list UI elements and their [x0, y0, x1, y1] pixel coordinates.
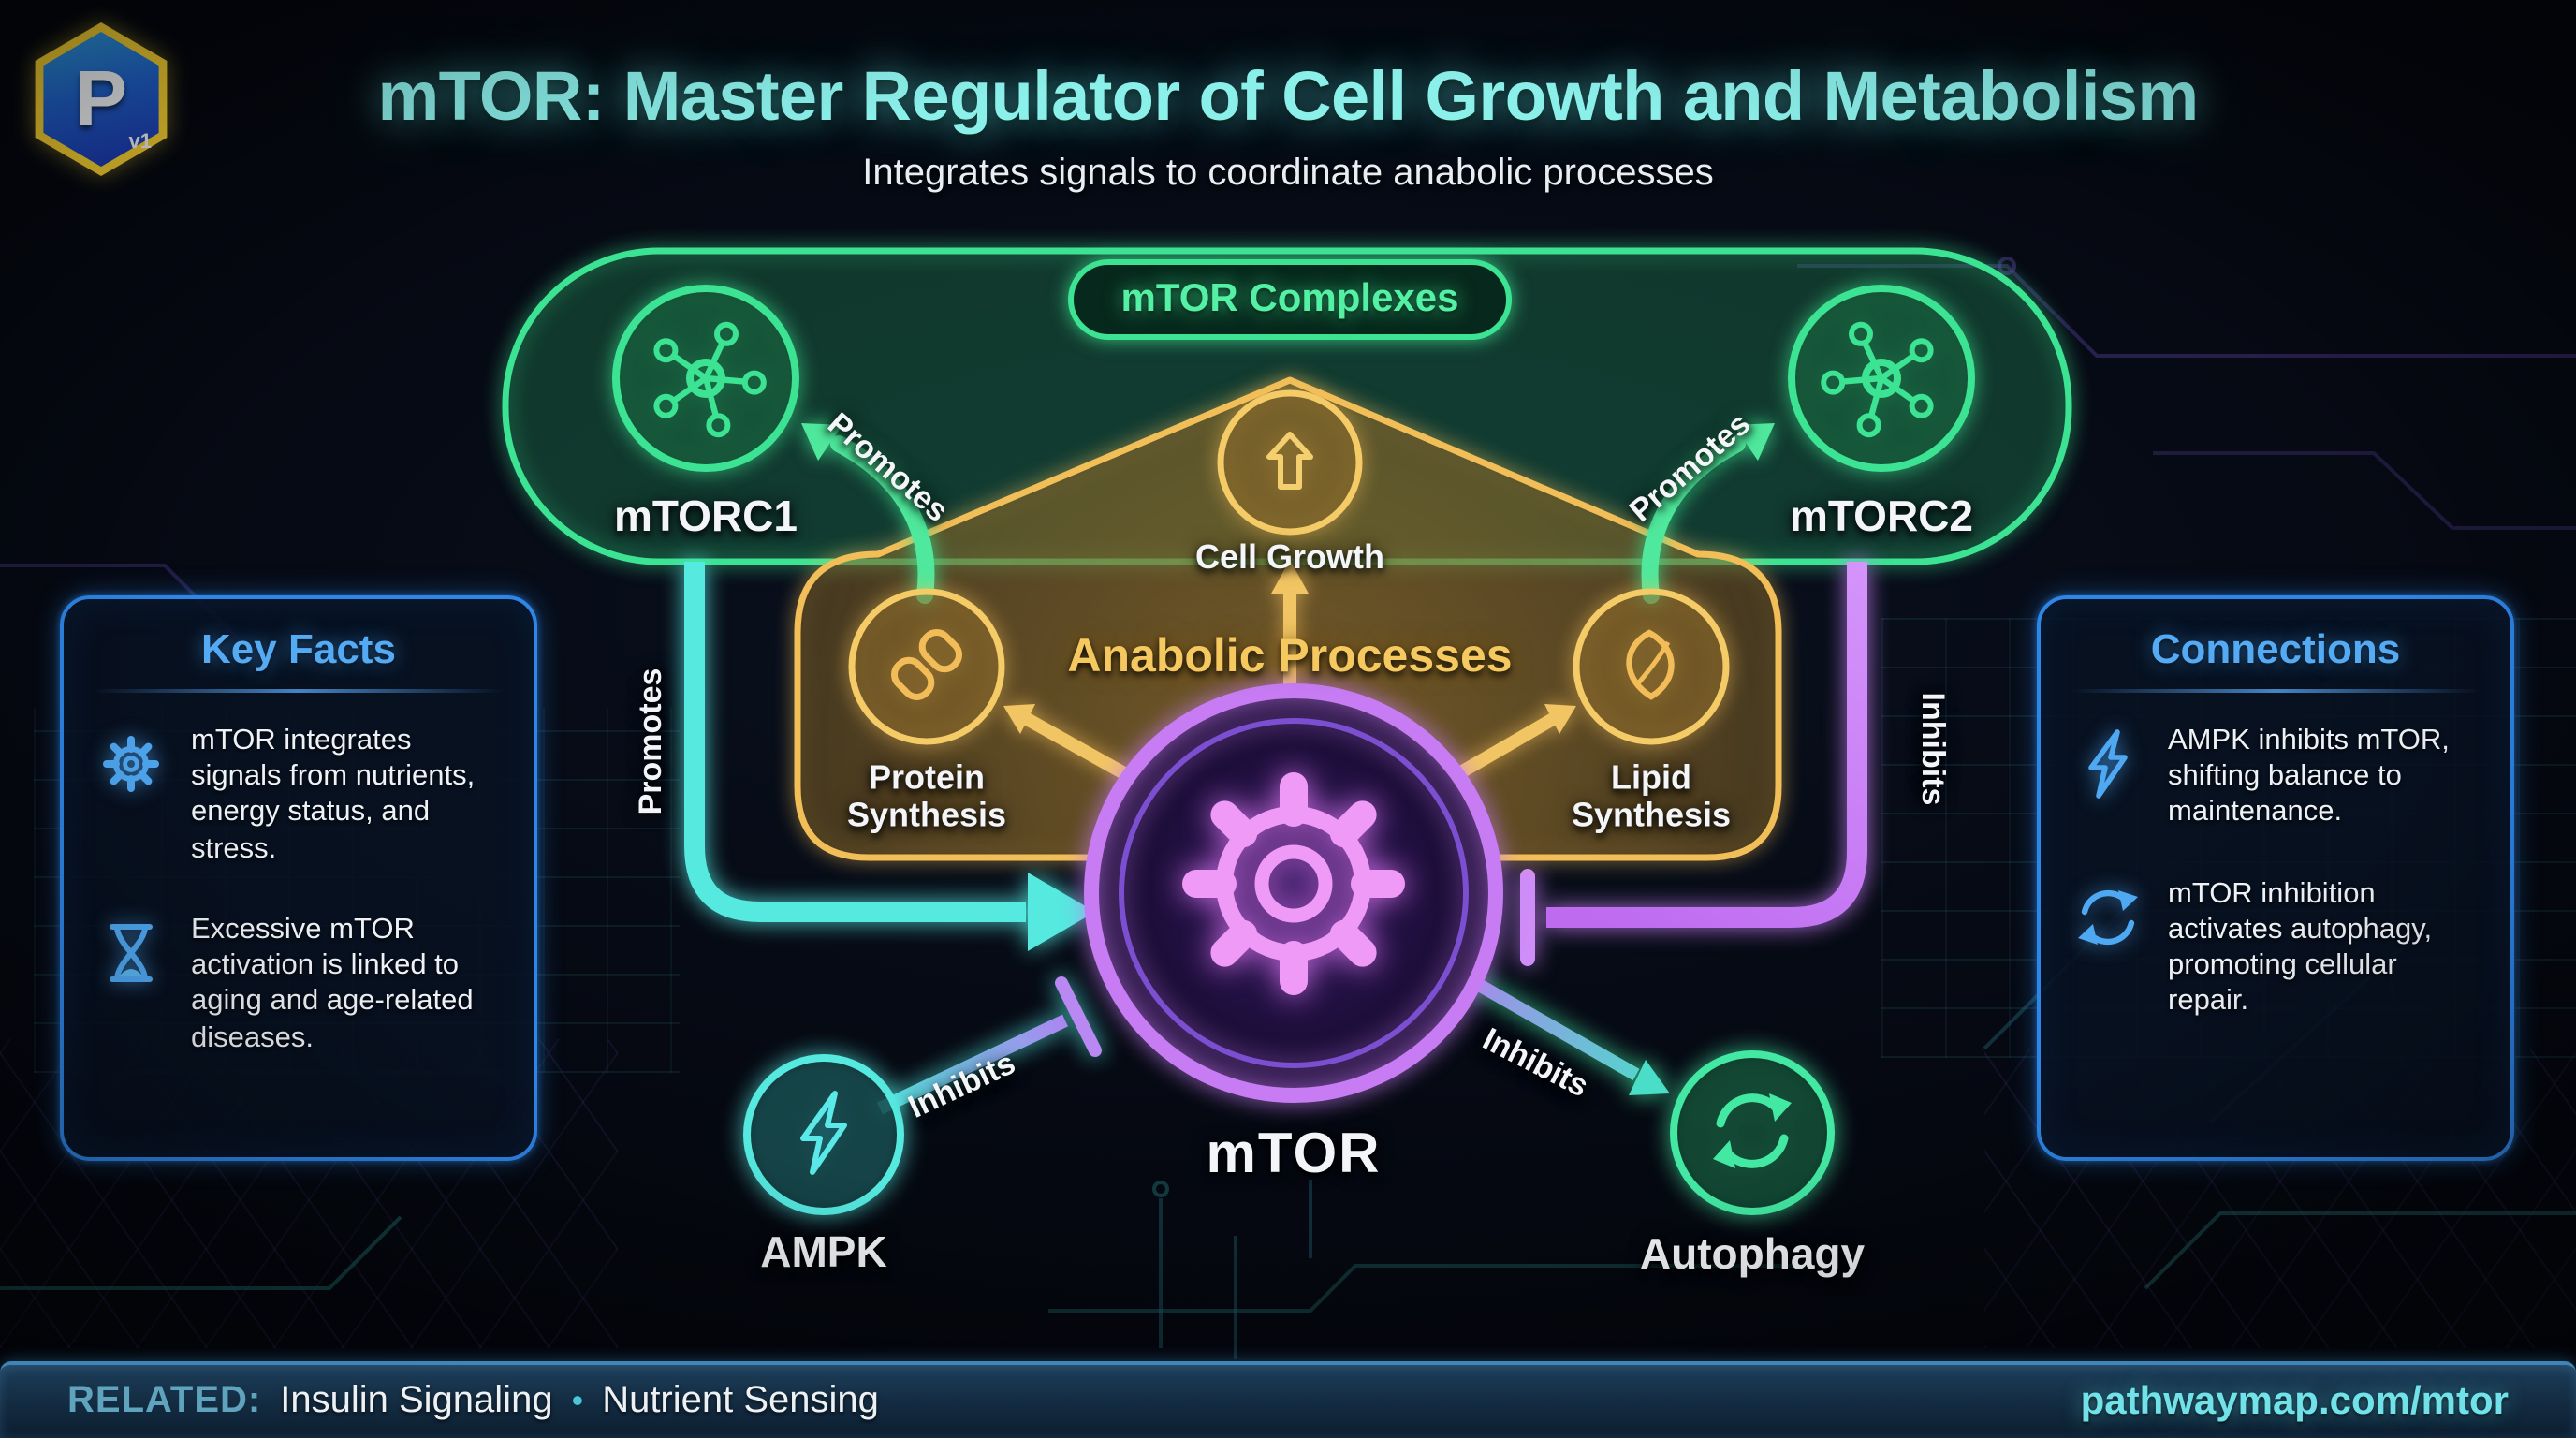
logo-letter: P: [74, 54, 127, 142]
refresh-icon: [2067, 875, 2149, 1020]
bullet-separator: •: [571, 1382, 584, 1419]
ampk-label: AMPK: [760, 1227, 887, 1276]
page-subtitle: Integrates signals to coordinate anaboli…: [862, 153, 1714, 194]
related-label: RELATED:: [67, 1380, 262, 1421]
anabolic-processes-label: Anabolic Processes: [1067, 630, 1513, 682]
panel-title: Key Facts: [201, 625, 396, 672]
fact-text: mTOR integrates signals from nutrients, …: [191, 725, 476, 865]
edge-label-promotes-left: Promotes: [633, 668, 668, 815]
panel-title: Connections: [2150, 625, 2401, 672]
connection-item: mTOR inhibition activates autophagy, pro…: [2067, 875, 2484, 1020]
key-facts-panel: Key Facts mTOR integrates signals from n…: [60, 595, 537, 1161]
logo-version: v1: [128, 131, 153, 154]
cell-growth-node: [1217, 389, 1363, 536]
footer-bar: RELATED: Insulin Signaling • Nutrient Se…: [0, 1361, 2576, 1438]
connection-text: AMPK inhibits mTOR, shifting balance to …: [2168, 725, 2450, 829]
lipid-synthesis-label: Lipid Synthesis: [1571, 758, 1732, 833]
mtor-complexes-label: mTOR Complexes: [1120, 277, 1459, 320]
autophagy-node: [1670, 1050, 1835, 1215]
page-title: mTOR: Master Regulator of Cell Growth an…: [377, 58, 2199, 135]
mtor-node: [1084, 683, 1503, 1103]
edge-label-inhibits-right: Inhibits: [1915, 692, 1951, 806]
autophagy-label: Autophagy: [1639, 1229, 1866, 1278]
ampk-node: [743, 1054, 904, 1215]
fact-item: Excessive mTOR activation is linked to a…: [90, 912, 507, 1056]
mtorc2-label: mTORC2: [1790, 492, 1973, 540]
bolt-icon: [2067, 723, 2149, 830]
lipid-synthesis-node: [1573, 588, 1730, 745]
connections-panel: Connections AMPK inhibits mTOR, shifting…: [2037, 595, 2514, 1161]
protein-synthesis-label: Protein Synthesis: [846, 758, 1007, 833]
fact-text: Excessive mTOR activation is linked to a…: [191, 913, 474, 1054]
mtorc1-label: mTORC1: [614, 492, 798, 540]
related-topic-insulin: Insulin Signaling: [280, 1380, 553, 1421]
fact-item: mTOR integrates signals from nutrients, …: [90, 723, 507, 867]
panel-divider: [2071, 689, 2481, 693]
logo-badge: P v1: [26, 22, 176, 176]
connection-text: mTOR inhibition activates autophagy, pro…: [2168, 877, 2433, 1018]
connection-item: AMPK inhibits mTOR, shifting balance to …: [2067, 723, 2484, 830]
gear-icon: [90, 723, 172, 867]
footer-url[interactable]: pathwaymap.com/mtor: [2080, 1379, 2509, 1422]
t-bar: [1055, 976, 1102, 1057]
mtorc1-node: [612, 285, 799, 472]
mtor-label: mTOR: [1206, 1123, 1382, 1185]
panel-divider: [94, 689, 504, 693]
mtorc2-node: [1788, 285, 1975, 472]
cell-growth-label: Cell Growth: [1194, 538, 1385, 576]
hourglass-icon: [90, 912, 172, 1056]
related-topic-nutrient: Nutrient Sensing: [602, 1380, 879, 1421]
arrowhead: [1629, 1060, 1670, 1095]
protein-synthesis-node: [848, 588, 1005, 745]
